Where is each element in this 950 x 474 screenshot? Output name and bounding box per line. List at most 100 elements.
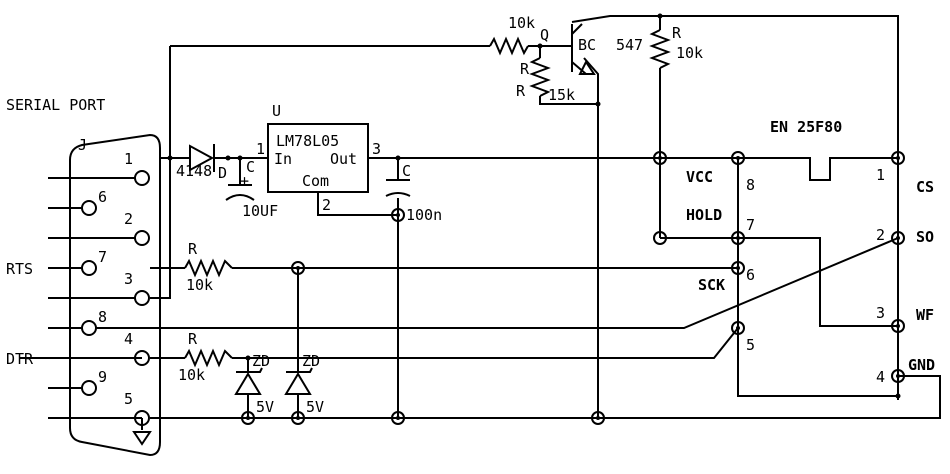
label-chip-pin-2: 2 — [876, 226, 885, 244]
resistor-pullup-10k — [649, 29, 671, 69]
label-rbase-val: 10k — [508, 14, 535, 32]
label-diode-name: 4148 — [176, 162, 212, 180]
pad-gnd-398 — [391, 411, 405, 425]
label-gnd: GND — [908, 356, 935, 374]
pad-hold-open — [653, 231, 667, 245]
dot-228-158 — [225, 155, 231, 161]
pad-gnd-248 — [241, 411, 255, 425]
resistor-base-10k — [489, 36, 529, 56]
wire-gnd-rail — [150, 375, 941, 419]
wire-emitter — [583, 57, 599, 104]
dot-240-158 — [237, 155, 243, 161]
label-pin-6: 6 — [98, 188, 107, 206]
label-pin-7: 7 — [98, 248, 107, 266]
cap1-plate-b — [225, 194, 255, 201]
wire-col-738 — [737, 158, 898, 397]
regulator-lm78l05 — [267, 123, 369, 193]
pad-vcc-738 — [731, 151, 745, 165]
label-connector-ref: J — [78, 136, 87, 154]
pad-pin5 — [731, 321, 745, 335]
label-chip-pin-4: 4 — [876, 368, 885, 386]
pad-sck — [731, 261, 745, 275]
label-cap1-plus: + — [240, 172, 249, 190]
label-zd1: ZD — [252, 352, 270, 370]
pad-wf — [891, 319, 905, 333]
label-zd2: ZD — [302, 352, 320, 370]
label-reg-in: In — [274, 150, 292, 168]
label-q-type: BC — [578, 36, 596, 54]
label-rts-r-val: 10k — [186, 276, 213, 294]
transistor-emitter-lead — [571, 61, 587, 75]
label-pin-8: 8 — [98, 308, 107, 326]
transistor-bc547 — [571, 23, 596, 75]
pad-100n — [391, 208, 405, 222]
label-zd1-val: 5V — [256, 398, 274, 416]
pad-gnd — [891, 369, 905, 383]
label-cap2-ref: C — [402, 162, 411, 180]
label-chip-name: EN 25F80 — [770, 118, 842, 136]
dot-398-158 — [395, 155, 401, 161]
db9-pin-6 — [81, 200, 97, 216]
pad-hold — [731, 231, 745, 245]
label-zd2-val: 5V — [306, 398, 324, 416]
wire-com — [317, 192, 398, 216]
wires — [20, 15, 941, 430]
pad-rts-298 — [291, 261, 305, 275]
diode-body — [189, 144, 215, 172]
resistor-rts-10k — [184, 258, 233, 278]
label-cs: CS — [916, 178, 934, 196]
capacitor-10uf — [225, 184, 255, 201]
db9-pin-9 — [81, 380, 97, 396]
ground-symbol — [132, 431, 152, 446]
label-chip-pin-3: 3 — [876, 304, 885, 322]
label-reg-out: Out — [330, 150, 357, 168]
label-chip-pin-5: 5 — [746, 336, 755, 354]
label-reg-com: Com — [302, 172, 329, 190]
db9-pin-3 — [134, 290, 150, 306]
dot-248-358 — [245, 355, 251, 361]
zener-1-body — [234, 372, 262, 395]
label-diode-ref: D — [218, 164, 227, 182]
label-pin-5: 5 — [124, 390, 133, 408]
label-pin-4: 4 — [124, 330, 133, 348]
dot-598-104 — [595, 101, 601, 107]
label-reg-pin-in: 1 — [256, 140, 265, 158]
label-chip-pin-6: 6 — [746, 266, 755, 284]
label-dtr-r-ref: R — [188, 330, 198, 348]
label-rts-r-ref: R — [188, 240, 198, 258]
junctions — [167, 13, 901, 399]
label-r-b: R — [516, 82, 526, 100]
resistor-divider-15k — [529, 57, 551, 97]
zener-2-body — [284, 372, 312, 395]
label-reg-ref: U — [272, 102, 281, 120]
wire-pin3-feed — [150, 46, 171, 299]
label-r-a: R — [520, 60, 530, 78]
dot-898-396 — [895, 393, 901, 399]
label-serial-port: SERIAL PORT — [6, 96, 105, 114]
label-cap1-val: 10UF — [242, 202, 278, 220]
label-reg-pin-com: 2 — [322, 196, 331, 214]
wire-dtr-c — [232, 327, 739, 359]
db9-pin-4 — [134, 350, 150, 366]
db9-pin-2 — [134, 230, 150, 246]
label-vcc: VCC — [686, 168, 713, 186]
dot-170-158 — [167, 155, 173, 161]
db9-pin-5 — [134, 410, 150, 426]
dot-660-16 — [657, 13, 663, 19]
wire-hold-wf — [660, 237, 898, 327]
label-chip-pin-1: 1 — [876, 166, 885, 184]
pad-so — [891, 231, 905, 245]
label-pin-2: 2 — [124, 210, 133, 228]
zener-2 — [284, 367, 313, 395]
label-r-b-val: 15k — [548, 86, 575, 104]
pad-gnd-298 — [291, 411, 305, 425]
db9-pin-7 — [81, 260, 97, 276]
dot-540-46 — [537, 43, 543, 49]
db9-pin-8 — [81, 320, 97, 336]
wire-collector-cs — [571, 15, 899, 400]
label-so: SO — [916, 228, 934, 246]
cap2-plate-b — [385, 192, 411, 197]
label-pin-9: 9 — [98, 368, 107, 386]
